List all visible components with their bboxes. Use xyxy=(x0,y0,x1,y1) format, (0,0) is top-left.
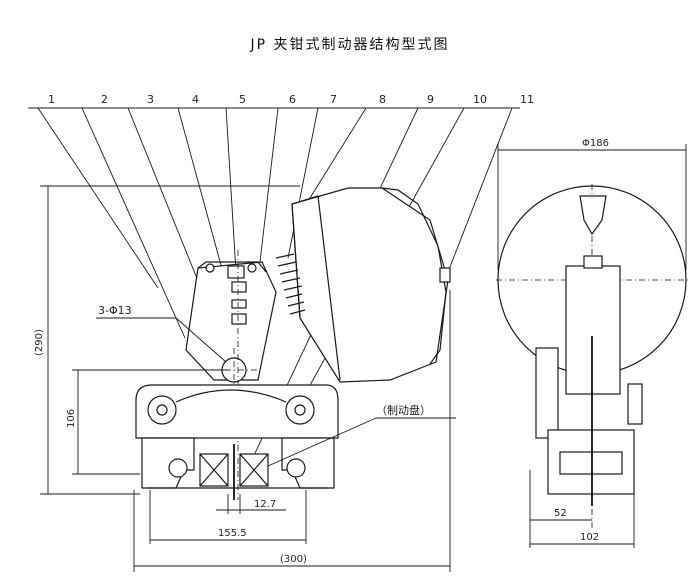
base-frame xyxy=(135,384,339,500)
callout-8: 8 xyxy=(379,93,386,106)
leader-11 xyxy=(447,107,513,273)
link-block-2 xyxy=(231,299,247,309)
roller-right-hub xyxy=(294,404,306,416)
link-block-1 xyxy=(231,281,247,293)
callout-9: 9 xyxy=(427,93,434,106)
callout-3: 3 xyxy=(147,93,154,106)
dimensions-front: (290) 106 12.7 155.5 (300) xyxy=(34,185,451,572)
pin-left xyxy=(205,263,215,273)
side-plate-right xyxy=(627,383,643,425)
jaw-roller-left xyxy=(168,458,188,478)
diagram-title: JP 夹钳式制动器结构型式图 xyxy=(250,37,450,53)
brake-pad-right-x xyxy=(239,453,269,487)
leader-7 xyxy=(287,107,319,259)
brake-disc-note: （制动盘） xyxy=(267,403,456,467)
lever-assembly xyxy=(185,250,277,500)
brake-disc-leader xyxy=(267,417,377,467)
pivot-block xyxy=(227,265,245,279)
callout-2: 2 xyxy=(101,93,108,106)
leader-1 xyxy=(37,107,159,289)
actuator-flange xyxy=(291,195,319,319)
actuator-cap xyxy=(381,187,447,365)
side-roller xyxy=(559,451,623,475)
side-top-fitting xyxy=(579,195,607,236)
side-view: Φ186 52 102 xyxy=(496,138,688,548)
bolt-hole-note: 3-Φ13 xyxy=(96,304,227,363)
dim-12-text: 12.7 xyxy=(254,499,276,510)
jaw-roller-right xyxy=(286,458,306,478)
callout-7: 7 xyxy=(330,93,337,106)
actuator-nipple xyxy=(439,267,451,283)
brake-pad-left-x xyxy=(199,453,229,487)
dim-102-text: 102 xyxy=(580,532,599,543)
actuator-seam xyxy=(317,195,341,381)
callout-4: 4 xyxy=(192,93,199,106)
callout-5: 5 xyxy=(239,93,246,106)
roller-left-hub xyxy=(156,404,168,416)
callout-10: 10 xyxy=(473,93,487,106)
dim-155-text: 155.5 xyxy=(218,528,247,539)
side-plate-left xyxy=(535,347,559,439)
brake-disc-label: （制动盘） xyxy=(376,403,431,417)
actuator-cylinder xyxy=(275,187,451,383)
bolt-holes-label: 3-Φ13 xyxy=(98,304,132,317)
bolt-note-leader xyxy=(175,317,227,363)
side-column xyxy=(565,265,621,395)
side-column-cap xyxy=(583,255,603,269)
spring-stack xyxy=(275,253,306,315)
callout-6: 6 xyxy=(289,93,296,106)
dim-300-text: (300) xyxy=(280,554,307,565)
callout-11: 11 xyxy=(520,93,534,106)
bracket-top xyxy=(197,261,267,273)
callout-1: 1 xyxy=(48,93,55,106)
dim-106-text: 106 xyxy=(66,409,77,428)
leader-5 xyxy=(225,107,237,273)
dim-52-text: 52 xyxy=(554,508,567,519)
dim-186-text: Φ186 xyxy=(582,138,609,149)
leader-2 xyxy=(81,107,186,339)
actuator-body xyxy=(291,187,449,383)
leader-8 xyxy=(299,107,367,215)
pin-right xyxy=(247,263,257,273)
link-block-3 xyxy=(231,313,247,325)
jaw-left xyxy=(141,437,195,489)
dim-290-text: (290) xyxy=(34,329,45,356)
beam-arc xyxy=(175,389,287,403)
